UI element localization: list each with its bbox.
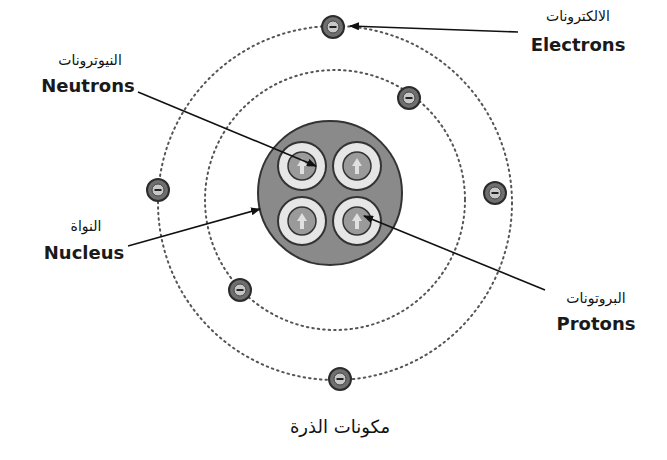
leader-arrow	[128, 209, 260, 246]
caption: مكونات الذرة	[290, 416, 390, 438]
electron	[398, 87, 420, 109]
leader-arrow	[138, 92, 316, 166]
neutron-particle	[278, 197, 326, 245]
outer-orbit	[158, 26, 512, 380]
electron	[229, 279, 251, 301]
english-label: Neutrons	[41, 75, 134, 97]
leader-arrow	[364, 216, 545, 290]
leader-arrow	[350, 26, 518, 32]
english-label: Nucleus	[44, 242, 124, 264]
neutron-particle	[278, 142, 326, 190]
arabic-label: الالكترونات	[546, 8, 610, 25]
arabic-label: البروتونات	[566, 290, 625, 307]
proton-particle	[333, 142, 381, 190]
arabic-label: النواة	[71, 218, 102, 235]
english-label: Protons	[557, 313, 636, 335]
electron	[147, 179, 169, 201]
inner-orbit	[205, 70, 465, 330]
arabic-label: النيوترونات	[58, 52, 122, 69]
english-label: Electrons	[531, 34, 626, 56]
electron	[322, 16, 344, 38]
nucleus-circle	[258, 121, 402, 265]
proton-particle	[333, 197, 381, 245]
electron	[484, 182, 506, 204]
electron	[329, 368, 351, 390]
